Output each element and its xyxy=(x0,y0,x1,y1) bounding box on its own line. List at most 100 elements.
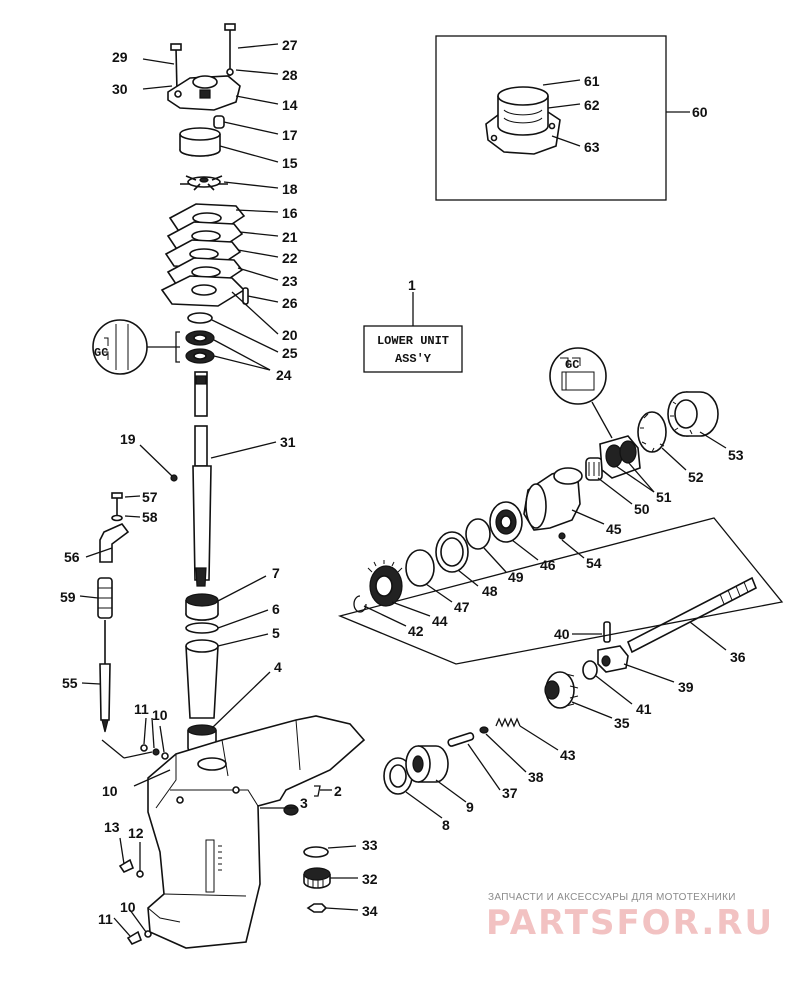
callout-5: 5 xyxy=(272,625,280,641)
impeller xyxy=(180,175,228,191)
callout-62: 62 xyxy=(584,97,600,113)
carrier-oil-seals xyxy=(599,435,641,479)
callout-38: 38 xyxy=(528,769,544,785)
assembly-label-line2: ASS'Y xyxy=(395,352,432,366)
callout-37: 37 xyxy=(502,785,518,801)
callout-26: 26 xyxy=(282,295,298,311)
housing-plug xyxy=(213,115,225,129)
callout-50: 50 xyxy=(634,501,650,517)
callout-10a: 10 xyxy=(152,707,168,723)
forward-bearing xyxy=(405,745,449,783)
callout-49: 49 xyxy=(508,569,524,585)
callout-6: 6 xyxy=(272,601,280,617)
watermark: ЗАПЧАСТИ И АКСЕССУАРЫ ДЛЯ МОТОТЕХНИКИ PA… xyxy=(486,892,774,943)
callout-61: 61 xyxy=(584,73,600,89)
callout-4: 4 xyxy=(274,659,282,675)
callout-18: 18 xyxy=(282,181,298,197)
propeller-shaft xyxy=(626,576,758,654)
carrier-screw-54 xyxy=(558,532,566,540)
housing-fasteners xyxy=(118,744,169,946)
o-ring-49 xyxy=(465,518,491,550)
callout-22: 22 xyxy=(282,250,298,266)
water-pump-stack xyxy=(92,23,249,375)
callout-11a: 11 xyxy=(134,701,149,717)
screw-19 xyxy=(170,474,178,482)
seal-kit-inset xyxy=(92,319,180,375)
callout-47: 47 xyxy=(454,599,470,615)
bolt-29 xyxy=(170,43,182,93)
callout-58: 58 xyxy=(142,509,158,525)
leader-lines xyxy=(79,43,727,937)
callout-34: 34 xyxy=(362,903,378,919)
callout-10c: 10 xyxy=(120,899,136,915)
callout-24: 24 xyxy=(276,367,292,383)
lower-unit-label-box xyxy=(363,292,463,373)
bearing-retainer xyxy=(185,593,219,621)
oil-seals xyxy=(185,330,215,364)
cover-nut xyxy=(667,391,719,437)
bolt-27 xyxy=(224,23,236,76)
clutch-spring xyxy=(495,717,521,728)
detent-ball xyxy=(479,726,489,734)
callout-12: 12 xyxy=(128,825,144,841)
callout-3: 3 xyxy=(300,795,308,811)
dowel-pin xyxy=(242,287,249,305)
callout-57: 57 xyxy=(142,489,158,505)
callout-31: 31 xyxy=(280,434,296,450)
callout-54: 54 xyxy=(586,555,602,571)
callout-40: 40 xyxy=(554,626,570,642)
callout-27: 27 xyxy=(282,37,298,53)
callout-36: 36 xyxy=(730,649,746,665)
shift-linkage xyxy=(97,492,130,733)
callout-29: 29 xyxy=(112,49,128,65)
watermark-brand: PARTSFOR.RU xyxy=(486,903,774,943)
o-ring xyxy=(187,312,213,324)
callout-52: 52 xyxy=(688,469,704,485)
reverse-gear-group-frame xyxy=(337,517,784,665)
pump-housing xyxy=(167,68,241,111)
callout-59: 59 xyxy=(60,589,76,605)
drive-shaft-sleeve xyxy=(185,639,219,719)
thrust-ring xyxy=(185,622,219,634)
clutch xyxy=(597,645,629,673)
callout-44: 44 xyxy=(432,613,448,629)
callout-35: 35 xyxy=(614,715,630,731)
drive-shaft xyxy=(192,371,212,587)
callout-53: 53 xyxy=(728,447,744,463)
shift-shaft-bushing xyxy=(97,577,113,619)
callout-51: 51 xyxy=(656,489,672,505)
forward-gear xyxy=(544,671,579,709)
callout-48: 48 xyxy=(482,583,498,599)
tab-washer-52 xyxy=(637,411,667,453)
clutch-pin xyxy=(447,732,475,747)
callout-42: 42 xyxy=(408,623,424,639)
bearing-carrier xyxy=(523,467,583,531)
callout-23: 23 xyxy=(282,273,298,289)
callout-63: 63 xyxy=(584,139,600,155)
callout-15: 15 xyxy=(282,155,298,171)
pump-insert xyxy=(179,127,221,157)
gear-housing xyxy=(147,715,366,949)
callout-2: 2 xyxy=(334,783,342,799)
callout-9: 9 xyxy=(466,799,474,815)
reverse-gear-bearing xyxy=(489,501,523,543)
callout-8: 8 xyxy=(442,817,450,833)
callout-21: 21 xyxy=(282,229,298,245)
callout-14: 14 xyxy=(282,97,298,113)
cross-pin xyxy=(603,621,611,643)
carrier-seal-kit-inset xyxy=(549,347,613,439)
pinion-shim xyxy=(303,846,329,858)
callout-25: 25 xyxy=(282,345,298,361)
pinion-nut xyxy=(306,903,328,913)
pump-base xyxy=(160,275,246,307)
callout-46: 46 xyxy=(540,557,556,573)
callout-28: 28 xyxy=(282,67,298,83)
bearing-48 xyxy=(435,531,469,573)
reverse-gear xyxy=(367,560,403,607)
callout-33: 33 xyxy=(362,837,378,853)
callout-60: 60 xyxy=(692,104,708,120)
callout-56: 56 xyxy=(64,549,80,565)
gasket-stack xyxy=(164,203,246,287)
callout-13: 13 xyxy=(104,819,120,835)
